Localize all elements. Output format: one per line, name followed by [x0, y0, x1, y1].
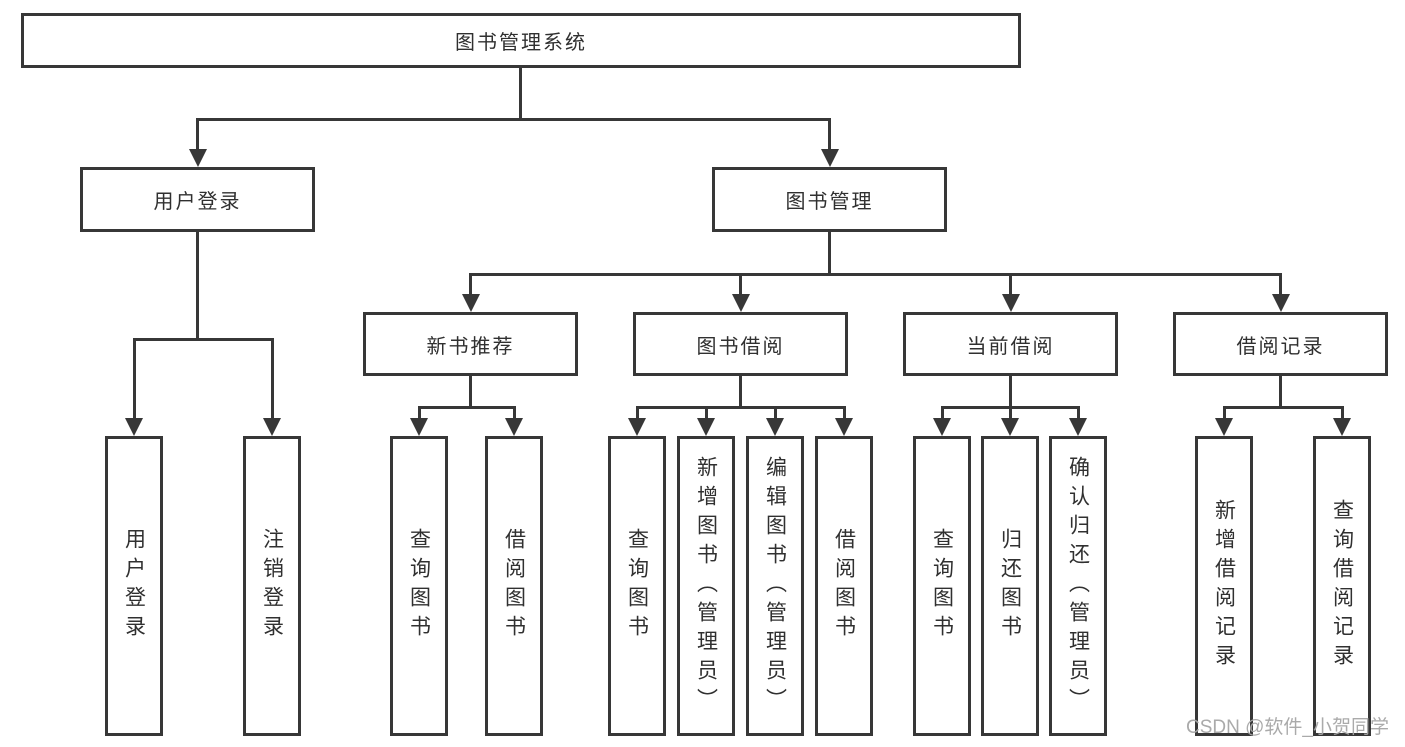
node-user-login: 用户登录 — [80, 167, 315, 232]
connector-line — [739, 273, 742, 294]
node-label: 当前借阅 — [966, 335, 1055, 358]
node-label: 用户登录 — [122, 528, 146, 644]
connector-line — [469, 273, 1282, 276]
connector-line — [1009, 376, 1012, 406]
connector-line — [1008, 406, 1012, 418]
node-book-borrowing: 图书借阅 — [633, 312, 848, 376]
node-label: 借阅图书 — [832, 528, 856, 644]
node-library-management-system: 图书管理系统 — [21, 13, 1021, 68]
node-borrowing-records: 借阅记录 — [1173, 312, 1388, 376]
node-book-management: 图书管理 — [712, 167, 947, 232]
arrow-down-icon — [820, 149, 839, 167]
connector-line — [196, 118, 199, 149]
connector-line — [132, 338, 274, 341]
leaf-return-books: 归还图书 — [981, 436, 1039, 736]
connector-line — [1279, 273, 1282, 294]
leaf-logout: 注销登录 — [243, 436, 301, 736]
node-label: 查询图书 — [625, 528, 649, 644]
node-label: 新增图书（管理员） — [694, 455, 718, 717]
connector-line — [1340, 406, 1344, 418]
leaf-add-book-admin: 新增图书（管理员） — [677, 436, 735, 736]
node-label: 用户登录 — [153, 191, 242, 213]
node-label: 图书管理系统 — [455, 32, 587, 54]
arrow-down-icon — [933, 418, 951, 436]
arrow-down-icon — [125, 418, 143, 436]
connector-line — [828, 118, 831, 149]
connector-line — [270, 338, 274, 418]
leaf-query-books-recommend: 查询图书 — [390, 436, 448, 736]
arrow-down-icon — [766, 418, 784, 436]
arrow-down-icon — [835, 418, 853, 436]
node-label: 借阅图书 — [502, 528, 526, 644]
connector-line — [196, 118, 831, 121]
node-label: 图书管理 — [785, 191, 874, 213]
leaf-confirm-return-admin: 确认归还（管理员） — [1049, 436, 1107, 736]
leaf-query-borrow-record: 查询借阅记录 — [1313, 436, 1371, 736]
connector-line — [1076, 406, 1080, 418]
connector-line — [704, 406, 708, 418]
connector-line — [512, 406, 516, 418]
leaf-user-login: 用户登录 — [105, 436, 163, 736]
leaf-borrow-books-recommend: 借阅图书 — [485, 436, 543, 736]
node-current-borrowing: 当前借阅 — [903, 312, 1118, 376]
node-label: 查询借阅记录 — [1330, 499, 1354, 673]
leaf-borrow-books-borrowing: 借阅图书 — [815, 436, 873, 736]
arrow-down-icon — [628, 418, 646, 436]
leaf-edit-book-admin: 编辑图书（管理员） — [746, 436, 804, 736]
arrow-down-icon — [505, 418, 523, 436]
connector-line — [196, 232, 199, 338]
connector-line — [635, 406, 846, 409]
connector-line — [519, 68, 522, 118]
node-label: 查询图书 — [930, 528, 954, 644]
connector-line — [417, 406, 516, 409]
leaf-query-books-borrowing: 查询图书 — [608, 436, 666, 736]
node-label: 图书借阅 — [696, 335, 785, 358]
node-label: 借阅记录 — [1236, 335, 1325, 358]
connector-line — [417, 406, 421, 418]
connector-line — [739, 376, 742, 406]
arrow-down-icon — [461, 294, 480, 312]
arrow-down-icon — [188, 149, 207, 167]
connector-line — [1279, 376, 1282, 406]
arrow-down-icon — [1069, 418, 1087, 436]
arrow-down-icon — [1271, 294, 1290, 312]
csdn-watermark: CSDN @软件_小贺同学 — [1186, 717, 1389, 738]
node-label: 确认归还（管理员） — [1066, 455, 1090, 717]
connector-line — [469, 273, 472, 294]
arrow-down-icon — [1001, 418, 1019, 436]
connector-line — [828, 232, 831, 273]
connector-line — [635, 406, 639, 418]
node-new-book-recommend: 新书推荐 — [363, 312, 578, 376]
leaf-add-borrow-record: 新增借阅记录 — [1195, 436, 1253, 736]
connector-line — [773, 406, 777, 418]
connector-line — [1009, 273, 1012, 294]
connector-line — [469, 376, 472, 406]
connector-line — [1222, 406, 1344, 409]
node-label: 编辑图书（管理员） — [763, 455, 787, 717]
arrow-down-icon — [731, 294, 750, 312]
node-label: 归还图书 — [998, 528, 1022, 644]
node-label: 注销登录 — [260, 528, 284, 644]
arrow-down-icon — [697, 418, 715, 436]
arrow-down-icon — [263, 418, 281, 436]
connector-line — [842, 406, 846, 418]
connector-line — [132, 338, 136, 418]
arrow-down-icon — [1333, 418, 1351, 436]
arrow-down-icon — [1001, 294, 1020, 312]
arrow-down-icon — [1215, 418, 1233, 436]
arrow-down-icon — [410, 418, 428, 436]
node-label: 新书推荐 — [426, 335, 515, 358]
leaf-query-books-current: 查询图书 — [913, 436, 971, 736]
connector-line — [1222, 406, 1226, 418]
node-label: 新增借阅记录 — [1212, 499, 1236, 673]
connector-line — [940, 406, 944, 418]
node-label: 查询图书 — [407, 528, 431, 644]
